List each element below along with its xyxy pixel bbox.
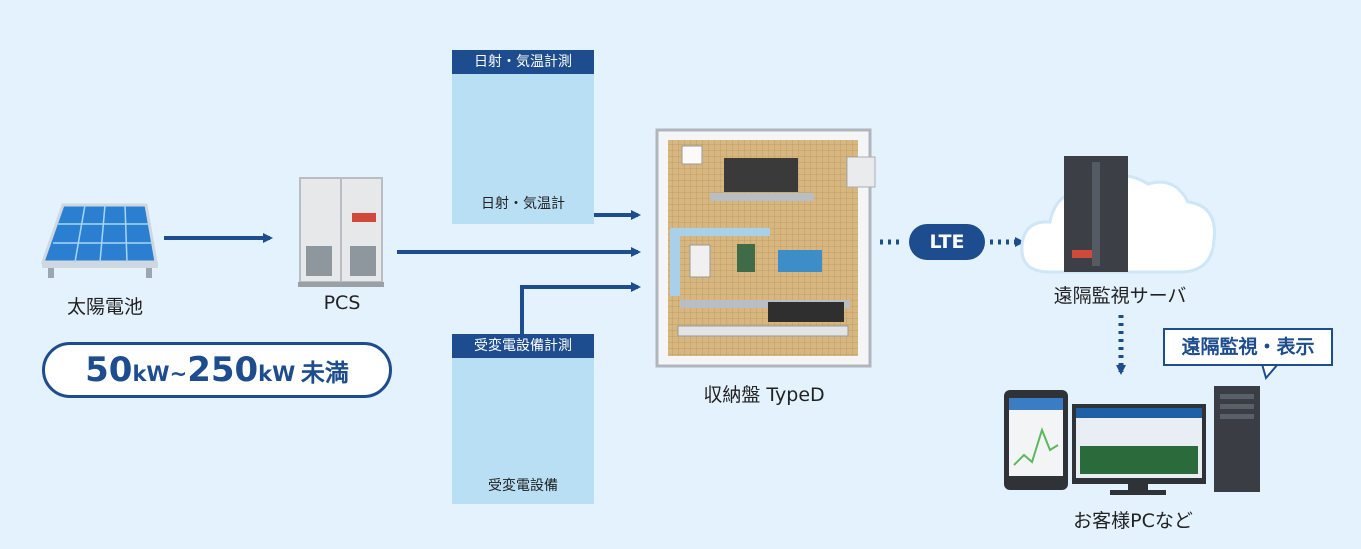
pcs-label: PCS <box>323 292 361 314</box>
capacity-range-badge: 50kW~250kW 未満 <box>42 342 392 398</box>
cabinet-label: 収納盤 TypeD <box>703 384 825 406</box>
solar-panel-icon <box>40 203 158 278</box>
capacity-suffix: 未満 <box>300 359 349 387</box>
customer-pc-label: お客様PCなど <box>1073 510 1193 532</box>
monitor-icon <box>1072 404 1206 495</box>
storage-cabinet-icon <box>655 128 876 368</box>
capacity-high-unit: kW <box>258 362 296 386</box>
solar-panel-label: 太陽電池 <box>66 296 143 318</box>
weather-sensor-caption: 日射・気温計 <box>481 196 565 212</box>
substation-measurement-panel <box>452 334 594 504</box>
server-icon <box>1064 156 1128 272</box>
weather-measurement-panel <box>452 50 594 224</box>
tablet-icon <box>1004 390 1068 490</box>
weather-measurement-title: 日射・気温計測 <box>452 50 594 74</box>
capacity-low-value: 50 <box>85 350 133 390</box>
callout-tail <box>1260 363 1281 381</box>
lte-badge: LTE <box>909 224 985 260</box>
remote-display-callout: 遠隔監視・表示 <box>1163 328 1333 366</box>
capacity-separator: ~ <box>169 362 188 386</box>
pcs-cabinet-icon <box>298 177 384 287</box>
substation-equipment-caption: 受変電設備 <box>488 478 558 494</box>
capacity-low-unit: kW <box>132 362 170 386</box>
capacity-high-value: 250 <box>187 350 259 390</box>
substation-measurement-title: 受変電設備計測 <box>452 334 594 358</box>
arrow-substation-to-cabinet <box>520 282 641 335</box>
desktop-tower-icon <box>1214 386 1260 492</box>
server-label: 遠隔監視サーバ <box>1053 285 1187 307</box>
